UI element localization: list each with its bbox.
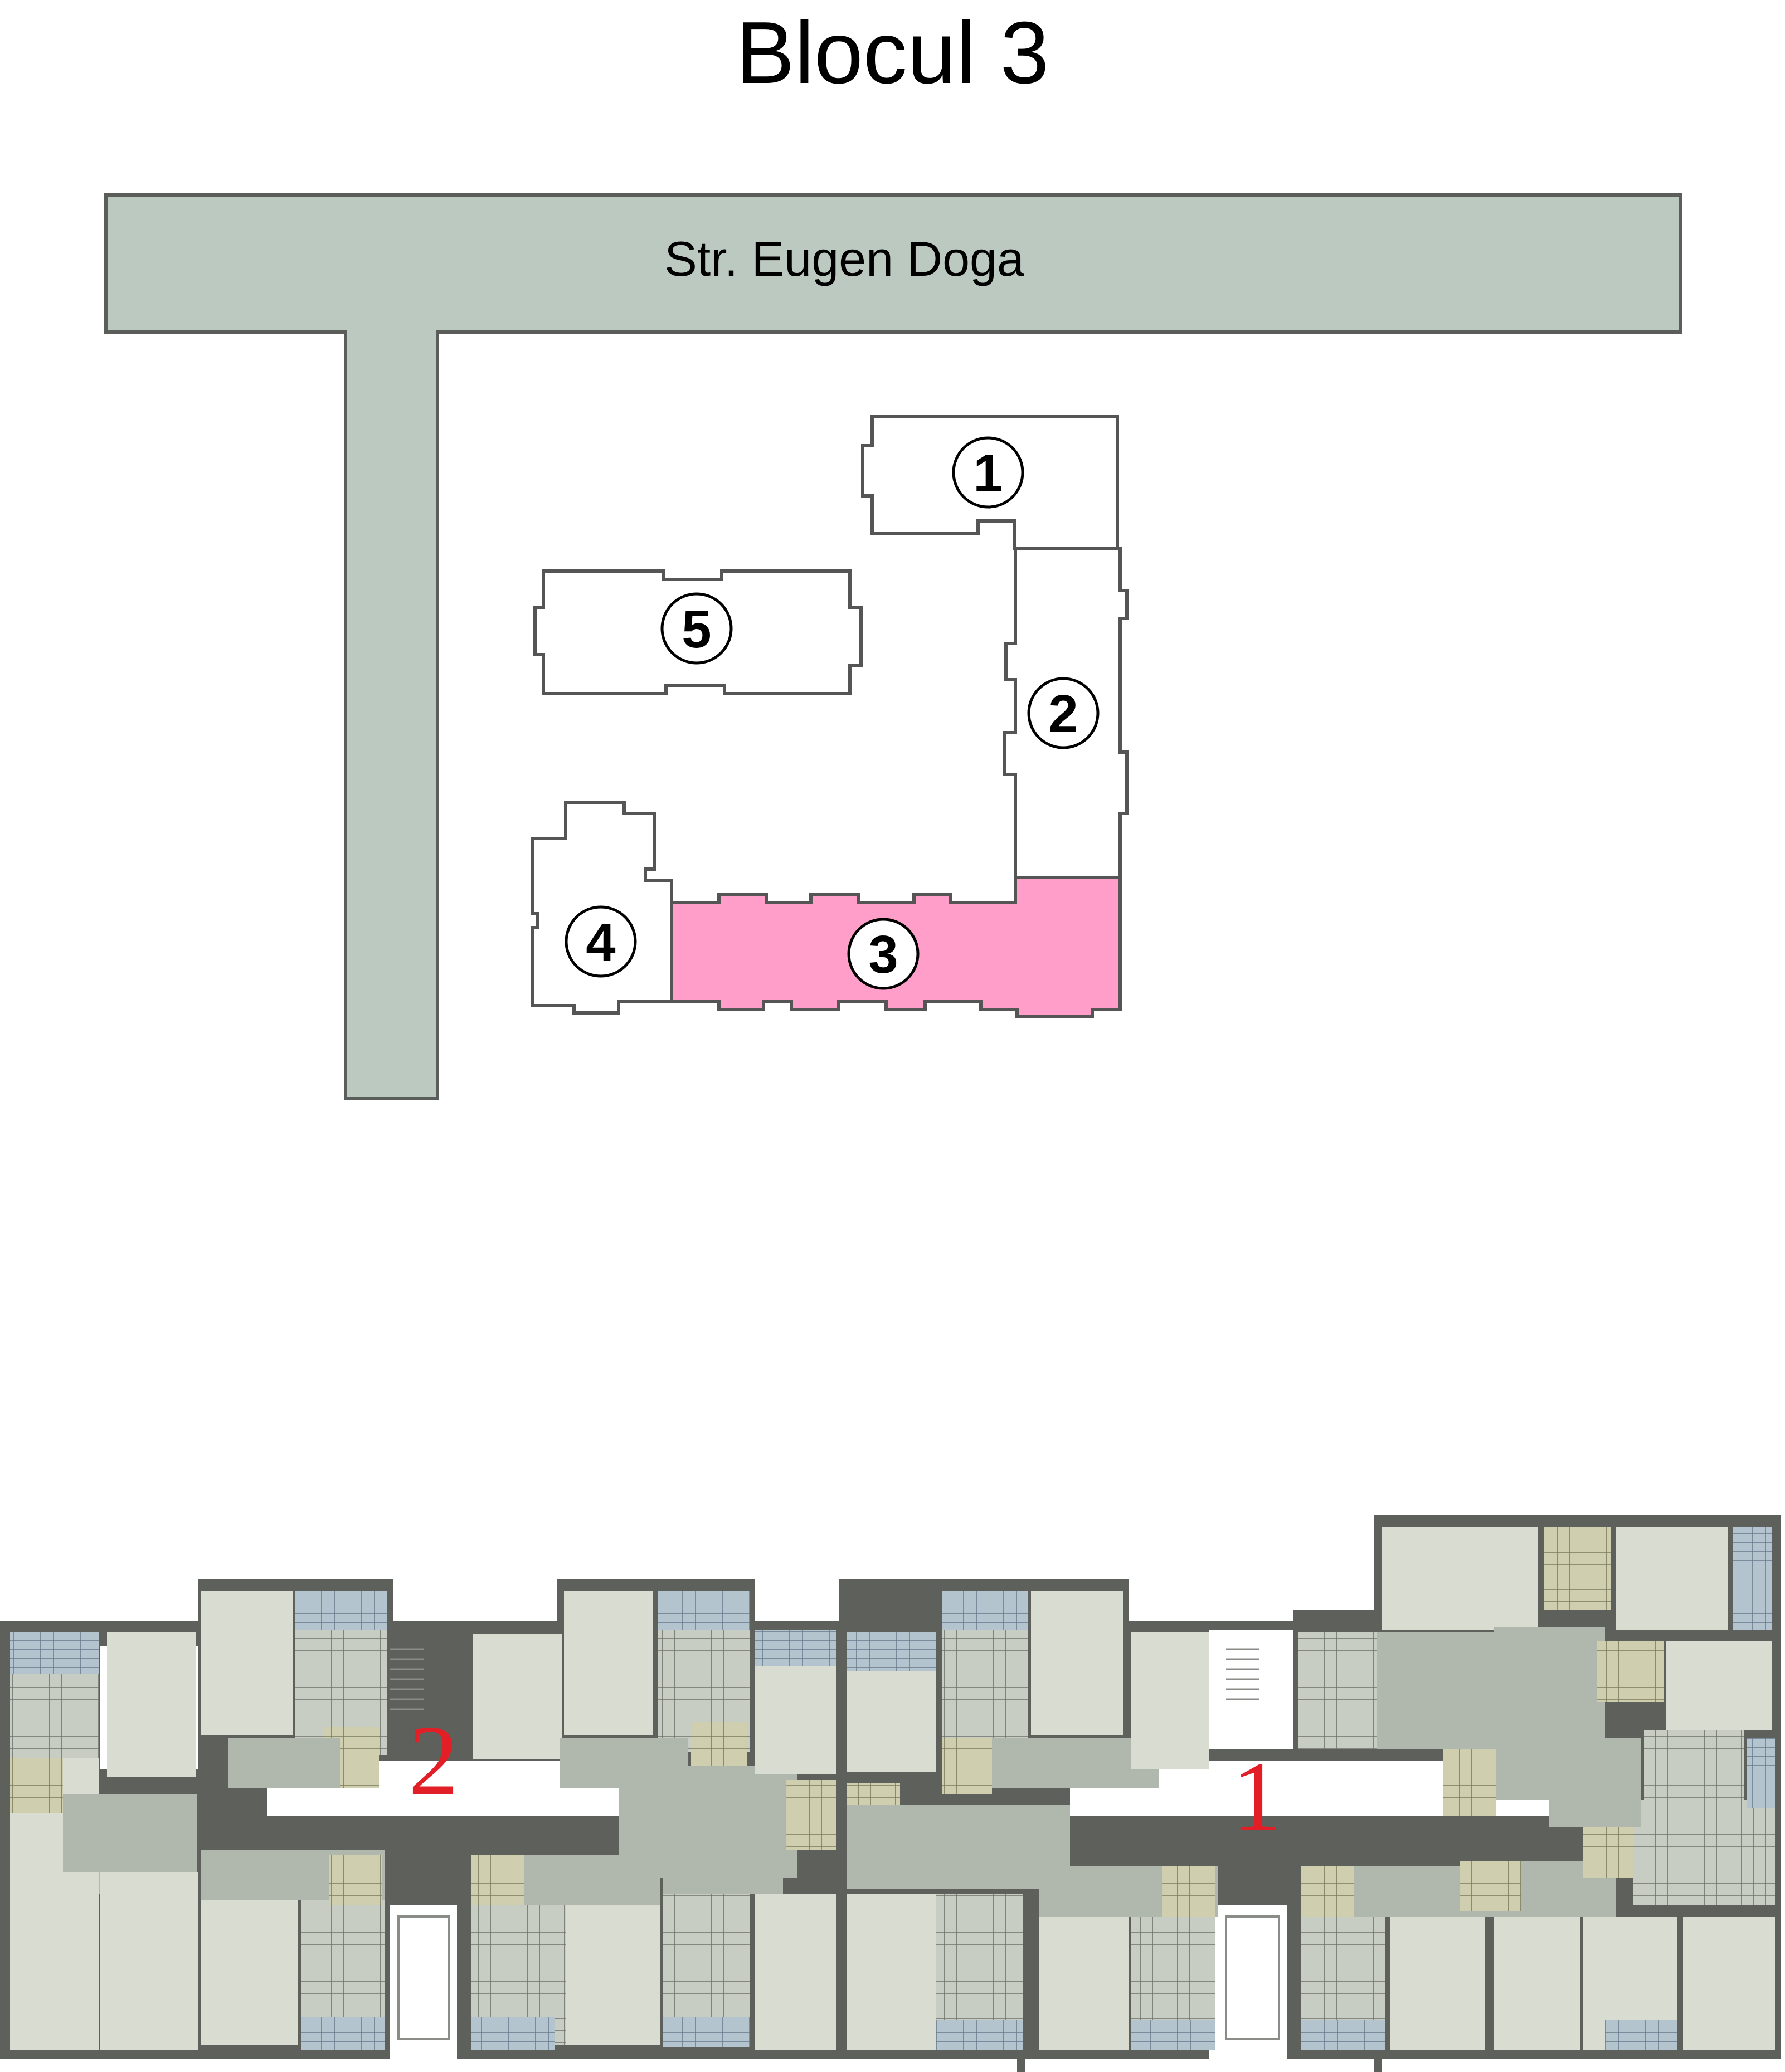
section-label-2: 2 [408, 1705, 459, 1816]
block-label-4: 4 [586, 913, 615, 972]
block-4[interactable]: 4 [531, 801, 673, 1015]
block-label-5: 5 [682, 599, 711, 659]
block-3[interactable]: 3 [670, 876, 1122, 1018]
page-title: Blocul 3 [736, 4, 1049, 102]
block-label-1: 1 [973, 443, 1003, 503]
block-5[interactable]: 5 [533, 569, 863, 695]
street-label: Str. Eugen Doga [664, 231, 1024, 286]
floor-plan: 2 1 [0, 1515, 1781, 2072]
block-2[interactable]: 2 [1003, 547, 1129, 879]
block-1[interactable]: 1 [861, 415, 1119, 550]
section-label-1: 1 [1232, 1741, 1282, 1852]
street-road [104, 193, 1682, 1100]
block-label-2: 2 [1048, 684, 1078, 744]
block-label-3: 3 [868, 925, 898, 984]
floor-plan-structure [0, 1515, 1781, 2072]
site-plan: Str. Eugen Doga 1 2 3 4 5 [104, 193, 1682, 1100]
